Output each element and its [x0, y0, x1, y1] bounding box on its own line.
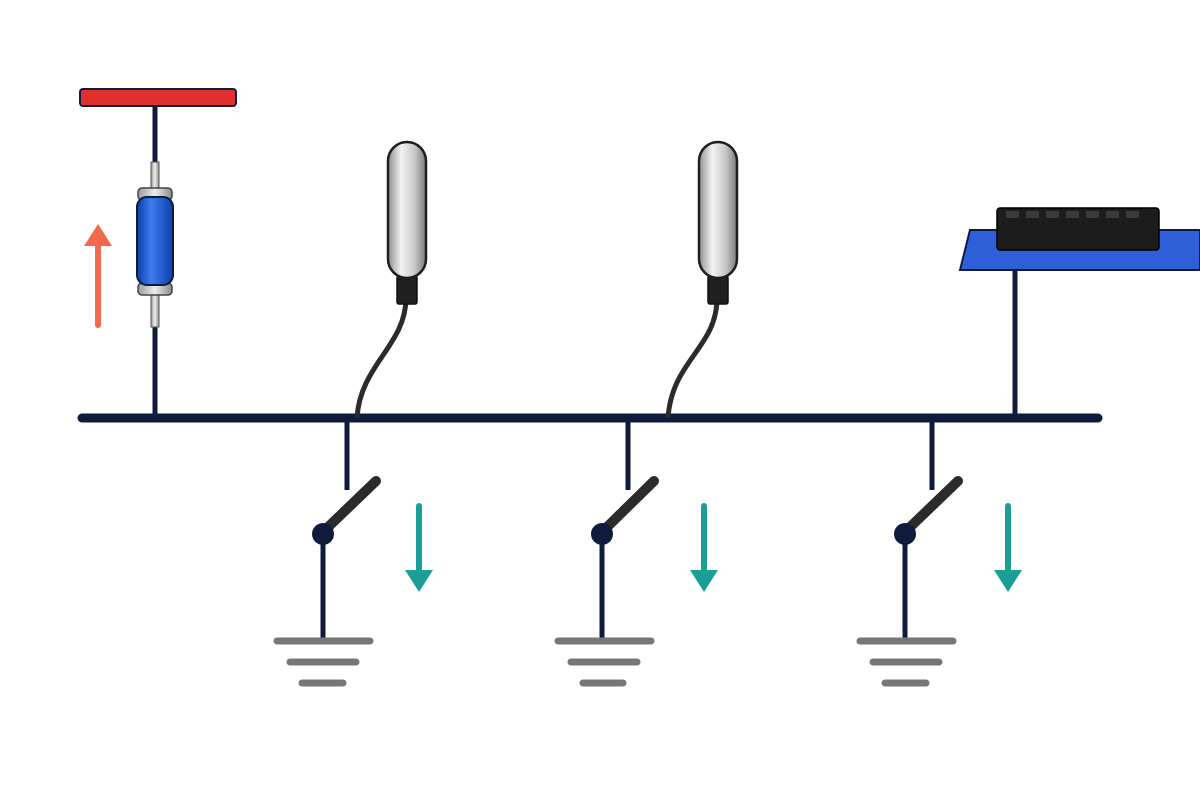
ground-1	[273, 637, 374, 687]
switch-2	[591, 418, 659, 640]
probe-sensor-2	[665, 140, 739, 419]
ground-2	[554, 637, 655, 687]
circuit-board	[958, 207, 1200, 418]
switch-3	[894, 418, 963, 640]
arrow-up-icon	[84, 224, 112, 328]
probe-sensor-1	[354, 140, 428, 419]
header-connector	[996, 207, 1160, 251]
arrow-down-icon-1	[405, 503, 433, 592]
arrow-down-icon-3	[994, 503, 1022, 592]
switch-1	[312, 418, 381, 640]
arrow-down-icon-2	[690, 503, 718, 592]
supply-bar	[79, 88, 237, 107]
capacitor	[136, 161, 174, 328]
ground-3	[856, 637, 957, 687]
